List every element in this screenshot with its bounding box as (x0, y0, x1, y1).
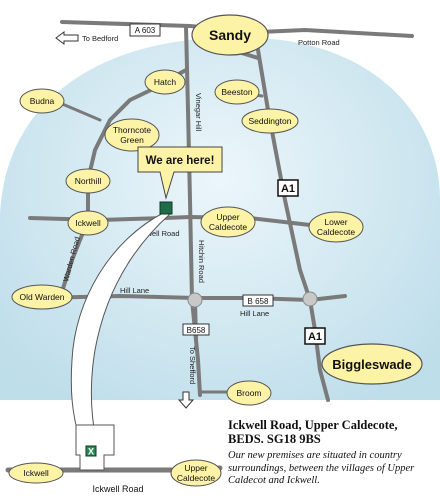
inset-label-caldecote: Caldecote (177, 473, 216, 483)
village-upper-caldecote (200, 206, 256, 238)
village-lower-caldecote (308, 211, 364, 243)
callout-text: We are here! (146, 155, 215, 167)
village-sandy (191, 14, 269, 56)
inset-label-ickwell: Ickwell (23, 468, 49, 478)
village-label-northill: Northill (75, 176, 102, 186)
village-hatch (144, 69, 186, 95)
road-label-b658-right: B 658 (248, 297, 269, 306)
road-sign-a1-lower (304, 327, 326, 345)
inset-village-upper-caldecote (170, 459, 222, 487)
village-beeston (214, 79, 260, 105)
road-label-potton-road: Potton Road (298, 38, 340, 47)
road-budna-link (58, 101, 102, 122)
inset-village-ickwell (8, 462, 64, 484)
village-label-thorncote: Thorncote (113, 125, 152, 135)
inset-marker-x: X (88, 447, 94, 457)
address-line-1: Ickwell Road, Upper Caldecote, (228, 418, 398, 432)
village-label-broom: Broom (236, 388, 261, 398)
road-sign-b658-down (182, 323, 210, 336)
inset-map: X Ickwell Upper Caldecote Ickwell Road (5, 424, 223, 494)
road-sign-a1-upper (277, 179, 299, 197)
inset-marker (85, 445, 97, 457)
road-label-hill-lane-left: Hill Lane (120, 286, 149, 295)
to-bedford-arrow-icon (55, 31, 79, 45)
road-sign-b658-right (242, 294, 274, 307)
village-old-warden (11, 284, 73, 310)
village-label-green: Green (120, 135, 144, 145)
village-ickwell (67, 210, 109, 236)
road-label-vinegar-hill: Vinegar Hill (194, 93, 203, 132)
village-label-ickwell: Ickwell (75, 218, 101, 228)
village-label-upper: Upper (216, 212, 239, 222)
road-label-a603: A 603 (135, 26, 156, 35)
village-label-seddington: Seddington (248, 116, 291, 126)
village-label-sandy: Sandy (209, 27, 251, 43)
road-label-b658-down: B658 (187, 326, 206, 335)
inset-label-road: Ickwell Road (92, 484, 143, 494)
road-vinegar-hill (184, 24, 202, 397)
road-label-to-bedford: To Bedford (82, 34, 118, 43)
location-marker (159, 201, 173, 215)
road-label-to-shefford: To Shefford (188, 346, 197, 384)
village-seddington (241, 108, 299, 134)
road-label-a1-upper: A1 (281, 183, 295, 195)
village-label-budna: Budna (30, 96, 55, 106)
village-label-lower: Lower (324, 217, 347, 227)
address-description: Our new premises are situated in country… (228, 450, 415, 486)
village-label-beeston: Beeston (221, 87, 252, 97)
village-label-caldecote: Caldecote (209, 222, 248, 232)
village-biggleswade (321, 343, 423, 385)
roundabout-a1 (302, 291, 318, 307)
road-label-a1-lower: A1 (308, 331, 322, 343)
village-broom (226, 380, 272, 406)
address-line-2: BEDS. SG18 9BS (228, 432, 321, 446)
map-background-bottom (0, 400, 440, 500)
village-northill (65, 168, 111, 194)
village-label-biggleswade: Biggleswade (332, 357, 411, 372)
inset-label-upper: Upper (184, 463, 207, 473)
village-label-old-warden: Old Warden (19, 292, 64, 302)
roundabout-hitchin (187, 292, 203, 308)
road-label-hill-lane-right: Hill Lane (240, 309, 269, 318)
village-label-hatch: Hatch (154, 77, 176, 87)
road-sign-a603 (129, 23, 161, 37)
village-budna (19, 88, 65, 114)
road-label-ickwell-road: Ickwell Road (137, 229, 180, 238)
village-thorncote-green (104, 118, 160, 152)
we-are-here-callout (137, 146, 223, 200)
village-label-lower-caldecote: Caldecote (317, 227, 356, 237)
to-shefford-arrow-icon (177, 391, 195, 409)
road-label-hitchin-road: Hitchin Road (197, 240, 206, 283)
address-caption: Ickwell Road, Upper Caldecote, BEDS. SG1… (228, 418, 438, 488)
